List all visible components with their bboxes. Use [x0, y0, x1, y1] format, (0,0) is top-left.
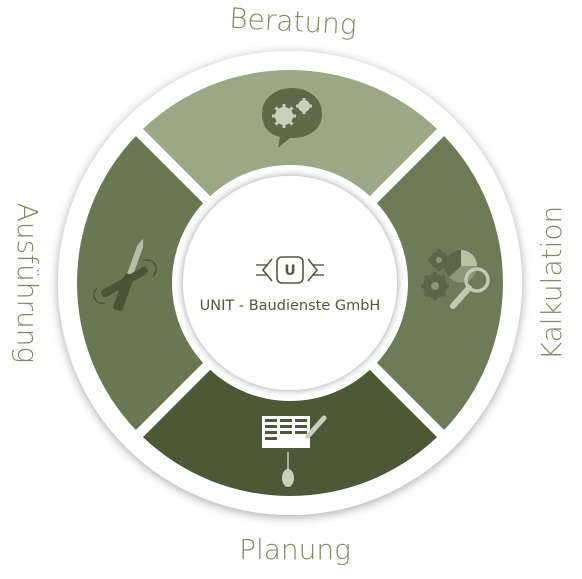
label-kalkulation: Kalkulation	[535, 206, 568, 360]
segment-ausfuehrung[interactable]	[77, 135, 204, 431]
screwdriver-wrench-icon	[93, 238, 158, 311]
gears-pie-chart-magnifier-icon	[421, 249, 490, 309]
speech-bubble-gears-icon	[262, 88, 322, 148]
company-name: UNIT - Baudienste GmbH	[200, 298, 381, 314]
company-logo-icon: U	[256, 256, 324, 284]
label-planung: Planung	[239, 533, 351, 566]
label-ausfuehrung: Ausführung	[11, 203, 44, 364]
label-beratung: Beratung	[228, 2, 357, 42]
plan-document-pencil-mouse-icon	[262, 415, 327, 487]
logo-letter: U	[284, 263, 295, 279]
